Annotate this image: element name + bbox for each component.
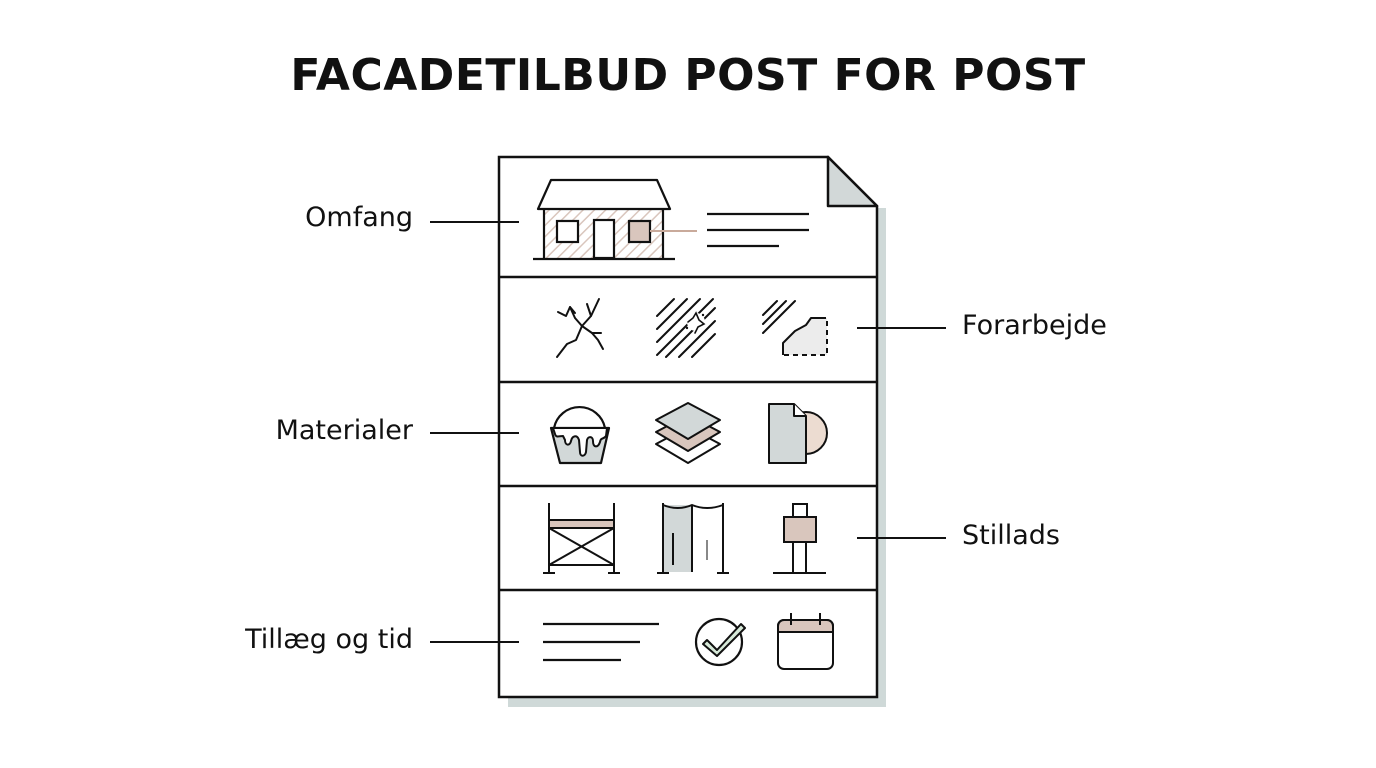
check-circle-icon (694, 617, 746, 667)
sheet-sample-icon (768, 403, 828, 464)
scaffold-frame-icon (543, 503, 620, 574)
document-fold-corner (826, 155, 879, 208)
text-lines-icon (707, 212, 809, 248)
row-dividers (499, 275, 877, 592)
page-title: FACADETILBUD POST FOR POST (290, 50, 1086, 101)
label-forarbejde: Forarbejde (962, 310, 1107, 341)
calendar-icon (777, 613, 834, 670)
hatched-surface-icon (656, 298, 716, 358)
text-lines-icon (543, 622, 659, 662)
label-omfang: Omfang (305, 202, 413, 233)
layers-icon (655, 402, 721, 464)
paint-bucket-icon (549, 406, 611, 465)
lift-tower-icon (773, 503, 826, 574)
patch-repair-icon (762, 300, 828, 356)
scaffold-cover-icon (657, 503, 729, 574)
house-facade-icon (533, 178, 697, 261)
crack-icon (556, 298, 604, 358)
label-tillaeg-og-tid: Tillæg og tid (245, 624, 413, 655)
label-stillads: Stillads (962, 520, 1060, 551)
label-materialer: Materialer (275, 415, 413, 446)
connector-lines (430, 221, 946, 643)
